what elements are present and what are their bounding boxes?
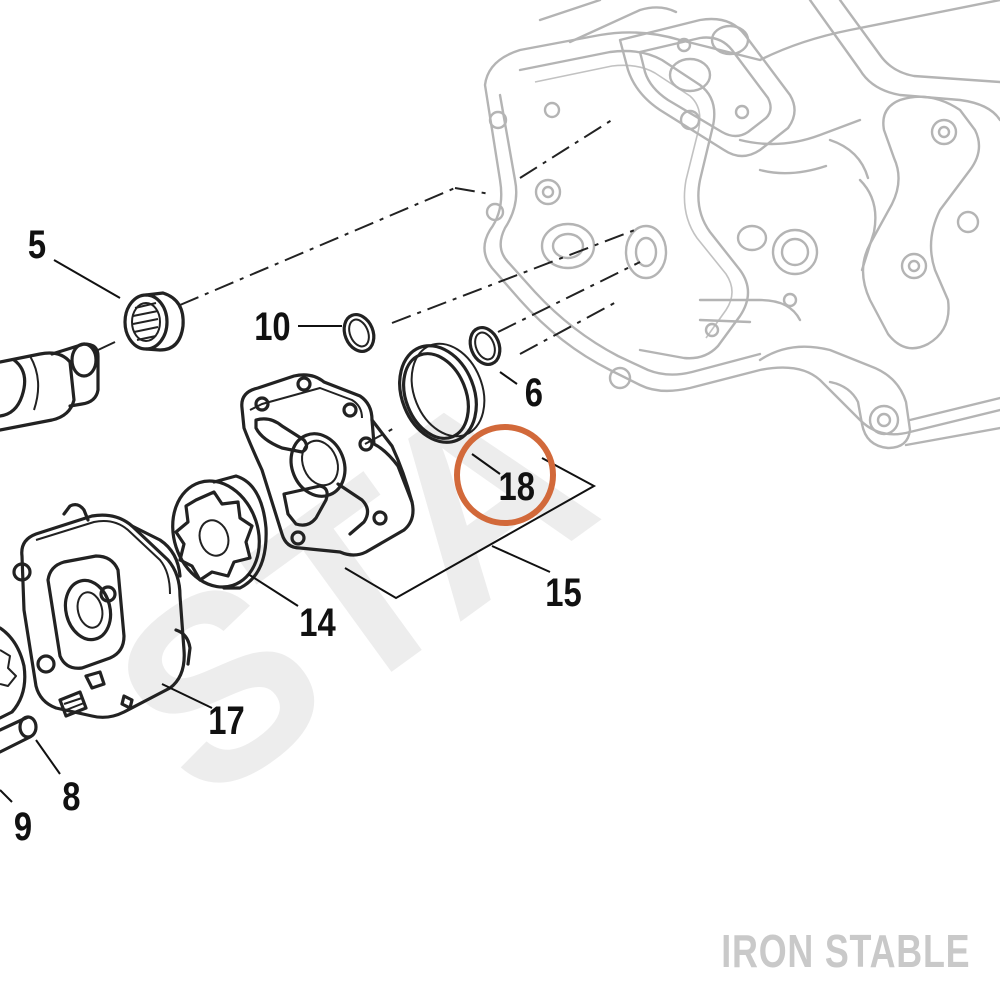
label-part-17: 17 xyxy=(208,698,244,743)
label-part-15: 15 xyxy=(545,570,581,615)
oil-pump-body xyxy=(12,503,192,719)
label-part-6: 6 xyxy=(525,370,543,415)
leader-lines xyxy=(0,259,597,803)
gerotor-rotor xyxy=(171,474,268,590)
label-part-9: 9 xyxy=(14,804,32,849)
needle-bearing xyxy=(123,291,185,352)
small-o-ring-6 xyxy=(468,326,502,366)
brand-watermark: IRON STABLE xyxy=(720,925,970,977)
label-part-18: 18 xyxy=(499,464,535,509)
large-seal-ring-18 xyxy=(398,342,486,444)
left-partial-parts xyxy=(0,626,38,754)
label-part-8: 8 xyxy=(62,774,80,819)
label-part-10: 10 xyxy=(254,304,290,349)
camshaft xyxy=(0,342,100,432)
highlight-circle xyxy=(454,424,556,526)
engine-crankcase-drawing xyxy=(483,0,1000,450)
assembly-axis-lines xyxy=(97,117,641,445)
pump-cover-plate xyxy=(240,373,415,557)
label-part-14: 14 xyxy=(299,600,336,645)
small-o-ring-10 xyxy=(342,313,376,353)
label-part-5: 5 xyxy=(28,222,46,267)
part-number-labels: 5 10 6 18 15 14 17 8 9 xyxy=(14,222,582,849)
